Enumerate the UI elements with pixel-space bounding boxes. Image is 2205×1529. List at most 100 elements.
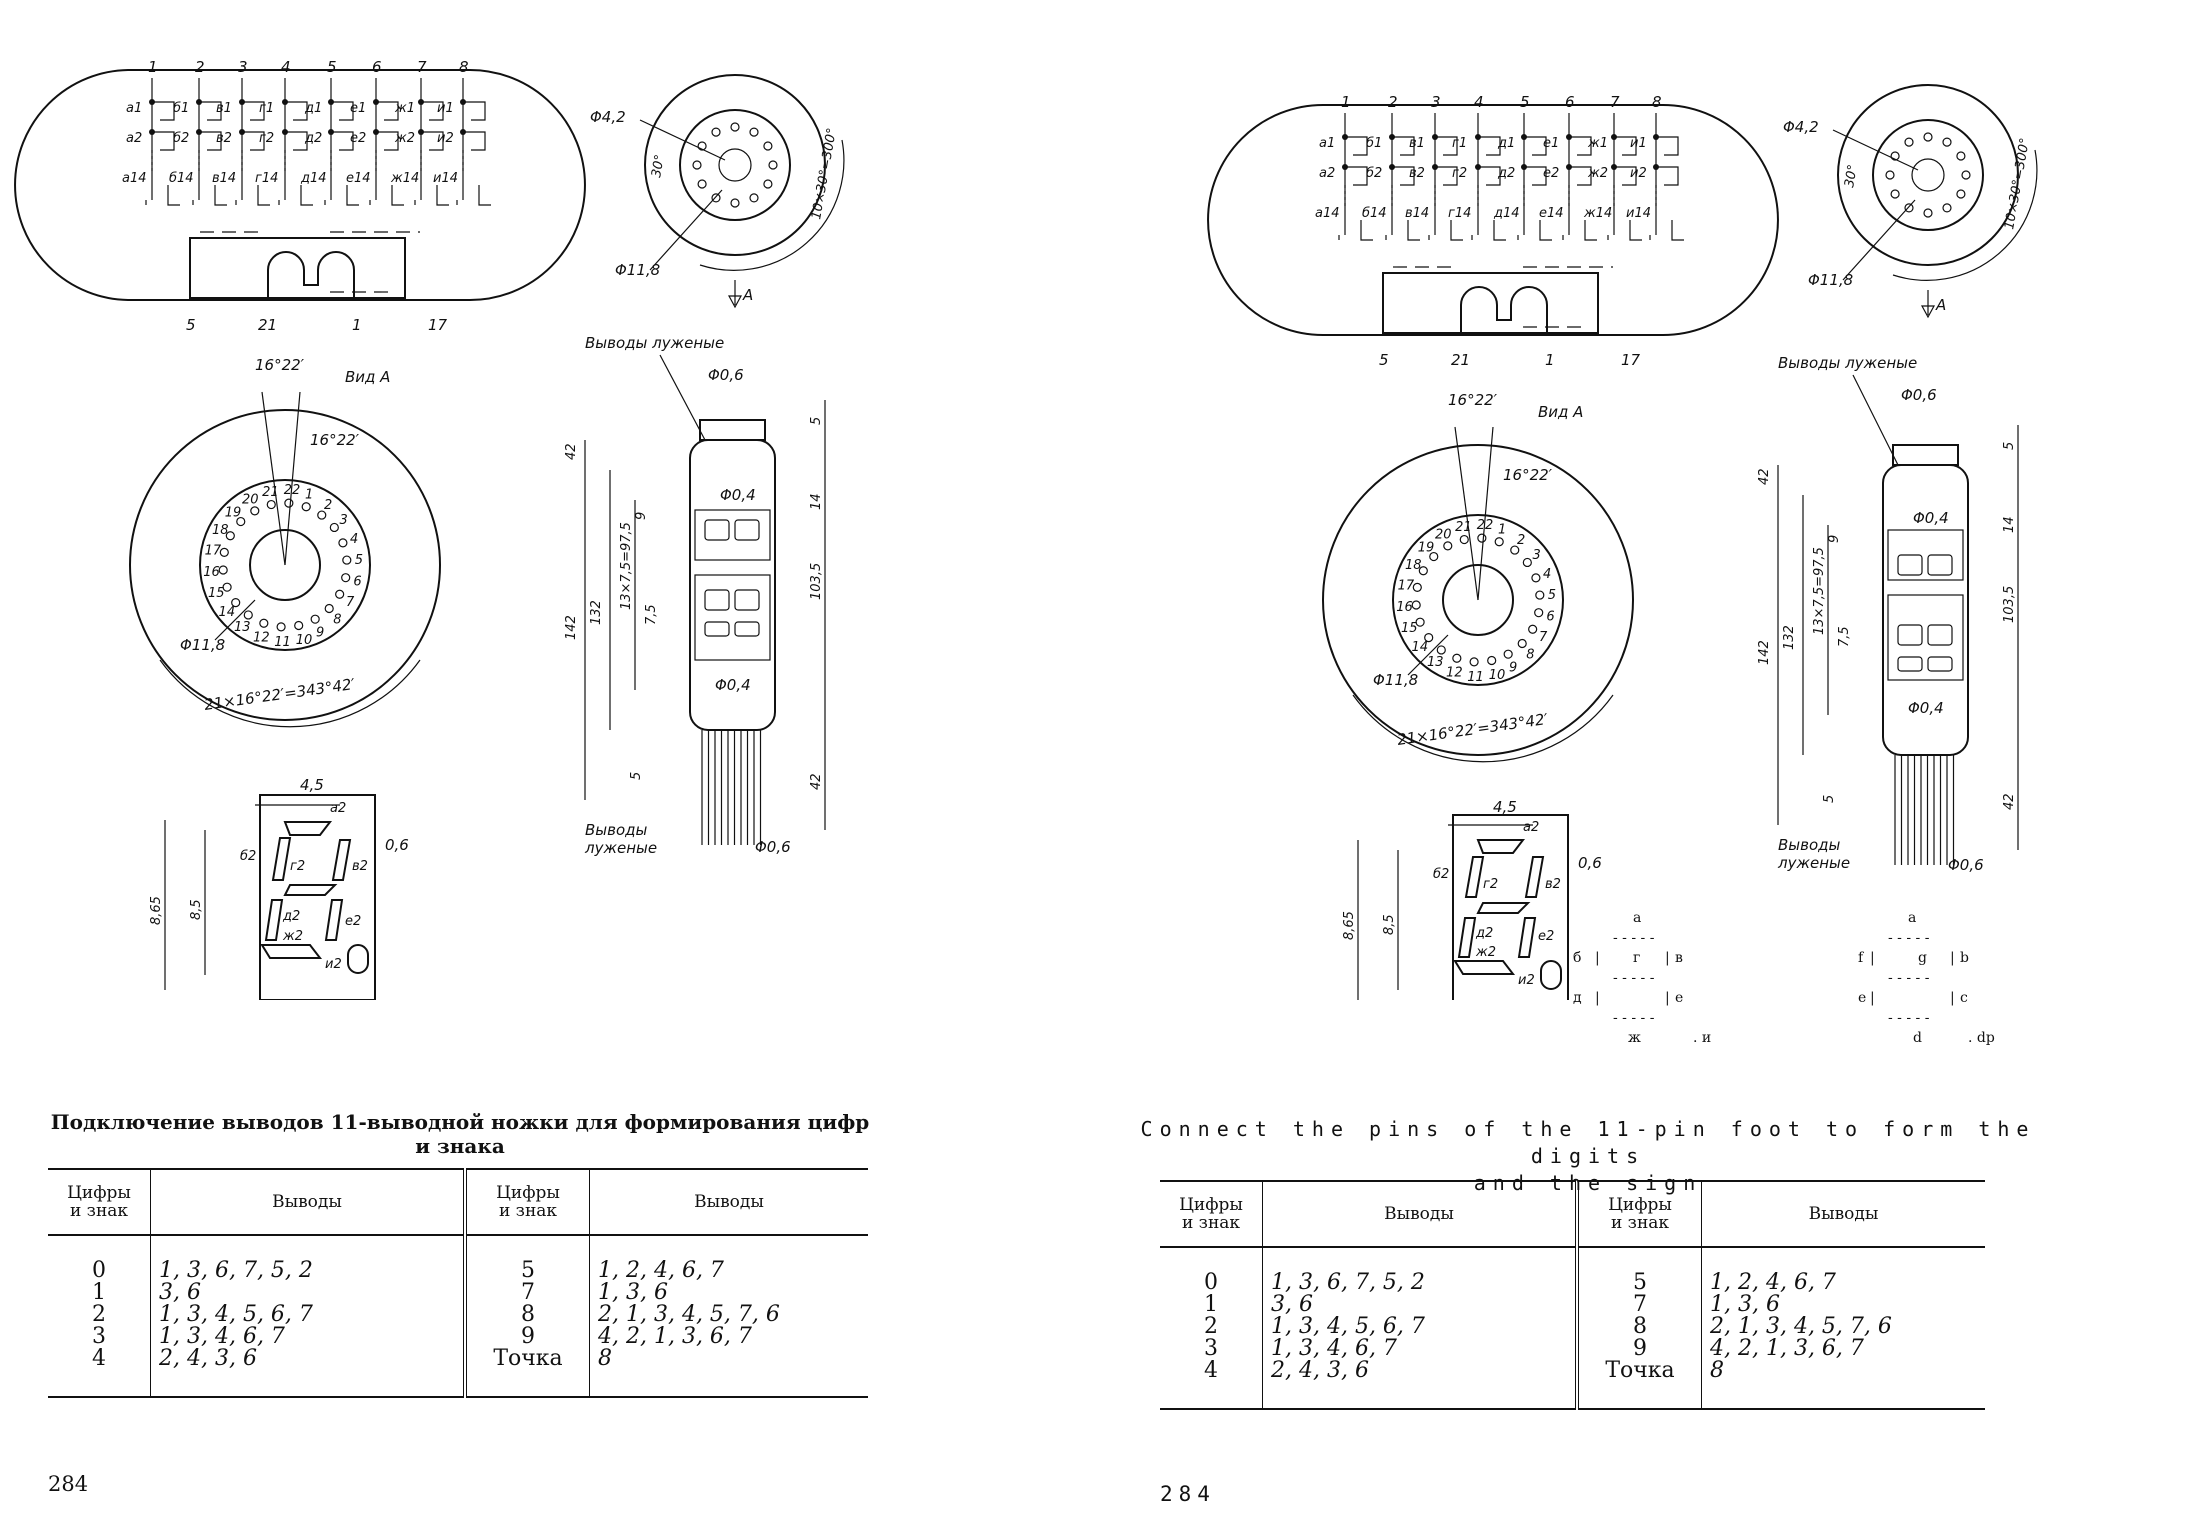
seg-label: ж14 <box>390 171 419 186</box>
pin-trace <box>463 131 486 151</box>
pins-column-left: 1, 3, 6, 7, 5, 2 3, 6 1, 3, 4, 5, 6, 7 1… <box>1262 1247 1577 1409</box>
pin-hole <box>259 618 269 628</box>
pin-number: 13 <box>1427 655 1444 670</box>
pin-number: 9 <box>316 625 324 640</box>
pin-hole <box>1534 608 1544 618</box>
pin-number: 20 <box>1435 528 1452 543</box>
pin-number: 5 <box>355 553 363 568</box>
col-pins: Выводы <box>150 1169 465 1236</box>
pin-number: 1 <box>1498 523 1506 538</box>
col-pins-2: Выводы <box>589 1169 868 1236</box>
svg-text:30°: 30° <box>649 153 668 178</box>
pin-number: 18 <box>1405 558 1422 573</box>
svg-text:8,65: 8,65 <box>149 896 164 925</box>
svg-text:8: 8 <box>1652 93 1662 111</box>
pin-hole <box>1477 533 1487 543</box>
pin-number: 15 <box>1401 621 1418 636</box>
pin-circle-small: Φ4,2 Φ11,8 30° 10×30°=300° A <box>590 74 845 309</box>
svg-text:г2: г2 <box>290 859 305 874</box>
seg-label: а14 <box>122 171 147 186</box>
pin-hole <box>1459 534 1469 545</box>
pin-number: 19 <box>225 506 242 521</box>
svg-text:Φ0,4: Φ0,4 <box>1908 699 1944 717</box>
pin-number: 6 <box>353 575 361 590</box>
pin-trace <box>1345 136 1368 156</box>
svg-text:42: 42 <box>2002 793 2017 810</box>
pin-hole <box>730 122 740 132</box>
svg-text:8,65: 8,65 <box>1342 911 1357 940</box>
pin-hole <box>711 127 721 137</box>
svg-text:17: 17 <box>428 316 448 334</box>
pin-trace <box>285 131 308 151</box>
pin-hole <box>1956 189 1966 199</box>
svg-text:17: 17 <box>1621 351 1641 369</box>
pin-trace <box>1338 220 1373 241</box>
svg-text:и2: и2 <box>325 957 342 972</box>
pin-trace <box>199 101 222 121</box>
seg-label: е1 <box>1543 136 1559 151</box>
pin-trace <box>1345 166 1368 186</box>
svg-text:21: 21 <box>258 316 277 334</box>
pin-number: 3 <box>1532 548 1540 563</box>
seg-label: г14 <box>255 171 278 186</box>
pin-number: 21 <box>1455 520 1472 535</box>
pin-hole <box>1443 541 1453 551</box>
seg-label: г2 <box>1452 166 1467 181</box>
svg-text:30°: 30° <box>1842 163 1861 188</box>
svg-text:3: 3 <box>238 58 248 76</box>
svg-text:103,5: 103,5 <box>809 563 824 600</box>
digit-glyph <box>1897 656 1923 672</box>
seg-label: д14 <box>1493 206 1520 221</box>
seg-label: ж1 <box>1587 136 1608 151</box>
pin-trace <box>1569 166 1592 186</box>
pin-trace <box>278 185 313 206</box>
seg-label: е14 <box>346 171 371 186</box>
pin-trace <box>152 101 175 121</box>
pin-trace <box>331 131 354 151</box>
pin-trace <box>369 185 404 206</box>
pin-trace <box>1607 220 1642 241</box>
pins-column-right: 1, 2, 4, 6, 7 1, 3, 6 2, 1, 3, 4, 5, 7, … <box>589 1235 868 1397</box>
svg-text:103,5: 103,5 <box>2002 586 2017 623</box>
seg-label: д2 <box>304 131 322 146</box>
pin-number: 7 <box>1539 630 1548 645</box>
svg-text:4: 4 <box>1474 93 1484 111</box>
svg-text:Вид А: Вид А <box>345 368 390 386</box>
pin-trace <box>1517 220 1552 241</box>
pin-number: 11 <box>1467 670 1484 685</box>
svg-text:42: 42 <box>1757 468 1772 485</box>
pin-number: 9 <box>1509 660 1517 675</box>
seg-label: ж2 <box>394 131 415 146</box>
svg-text:ж2: ж2 <box>282 929 303 944</box>
pin-hole <box>338 538 348 548</box>
col-digits: Цифры и знак <box>48 1169 151 1236</box>
pin-number: 12 <box>253 630 270 645</box>
svg-text:Выводы луженые: Выводы луженые <box>1778 354 1917 372</box>
pin-hole <box>1890 189 1900 199</box>
svg-text:7: 7 <box>417 58 427 76</box>
pin-number: 22 <box>1477 518 1494 533</box>
svg-text:16°22′: 16°22′ <box>310 431 360 449</box>
pin-hole <box>335 589 345 599</box>
svg-text:д2: д2 <box>282 909 300 924</box>
pin-hole <box>1528 624 1538 634</box>
pin-hole <box>1517 638 1527 649</box>
svg-text:4: 4 <box>281 58 291 76</box>
col-digits-2: Цифры и знак <box>463 1169 590 1236</box>
page-number: 284 <box>1160 1482 1216 1506</box>
svg-text:1: 1 <box>148 58 158 76</box>
svg-text:д2: д2 <box>1475 926 1493 941</box>
pin-hole <box>1942 137 1952 147</box>
seg-label: д14 <box>300 171 327 186</box>
pin-number: 15 <box>208 586 225 601</box>
svg-text:Φ4,2: Φ4,2 <box>1783 118 1819 136</box>
seg-label: б2 <box>1366 166 1382 181</box>
pin-hole <box>730 198 740 208</box>
caption: Подключение выводов 11-выводной ножки дл… <box>50 1110 870 1158</box>
segment-legend-cyrillic: а - - - - - б | г | в - - - - - д | | е … <box>1573 910 1712 1046</box>
page-number: 284 <box>48 1472 89 1496</box>
pin-number: 1 <box>305 488 313 503</box>
pin-trace <box>1478 136 1501 156</box>
